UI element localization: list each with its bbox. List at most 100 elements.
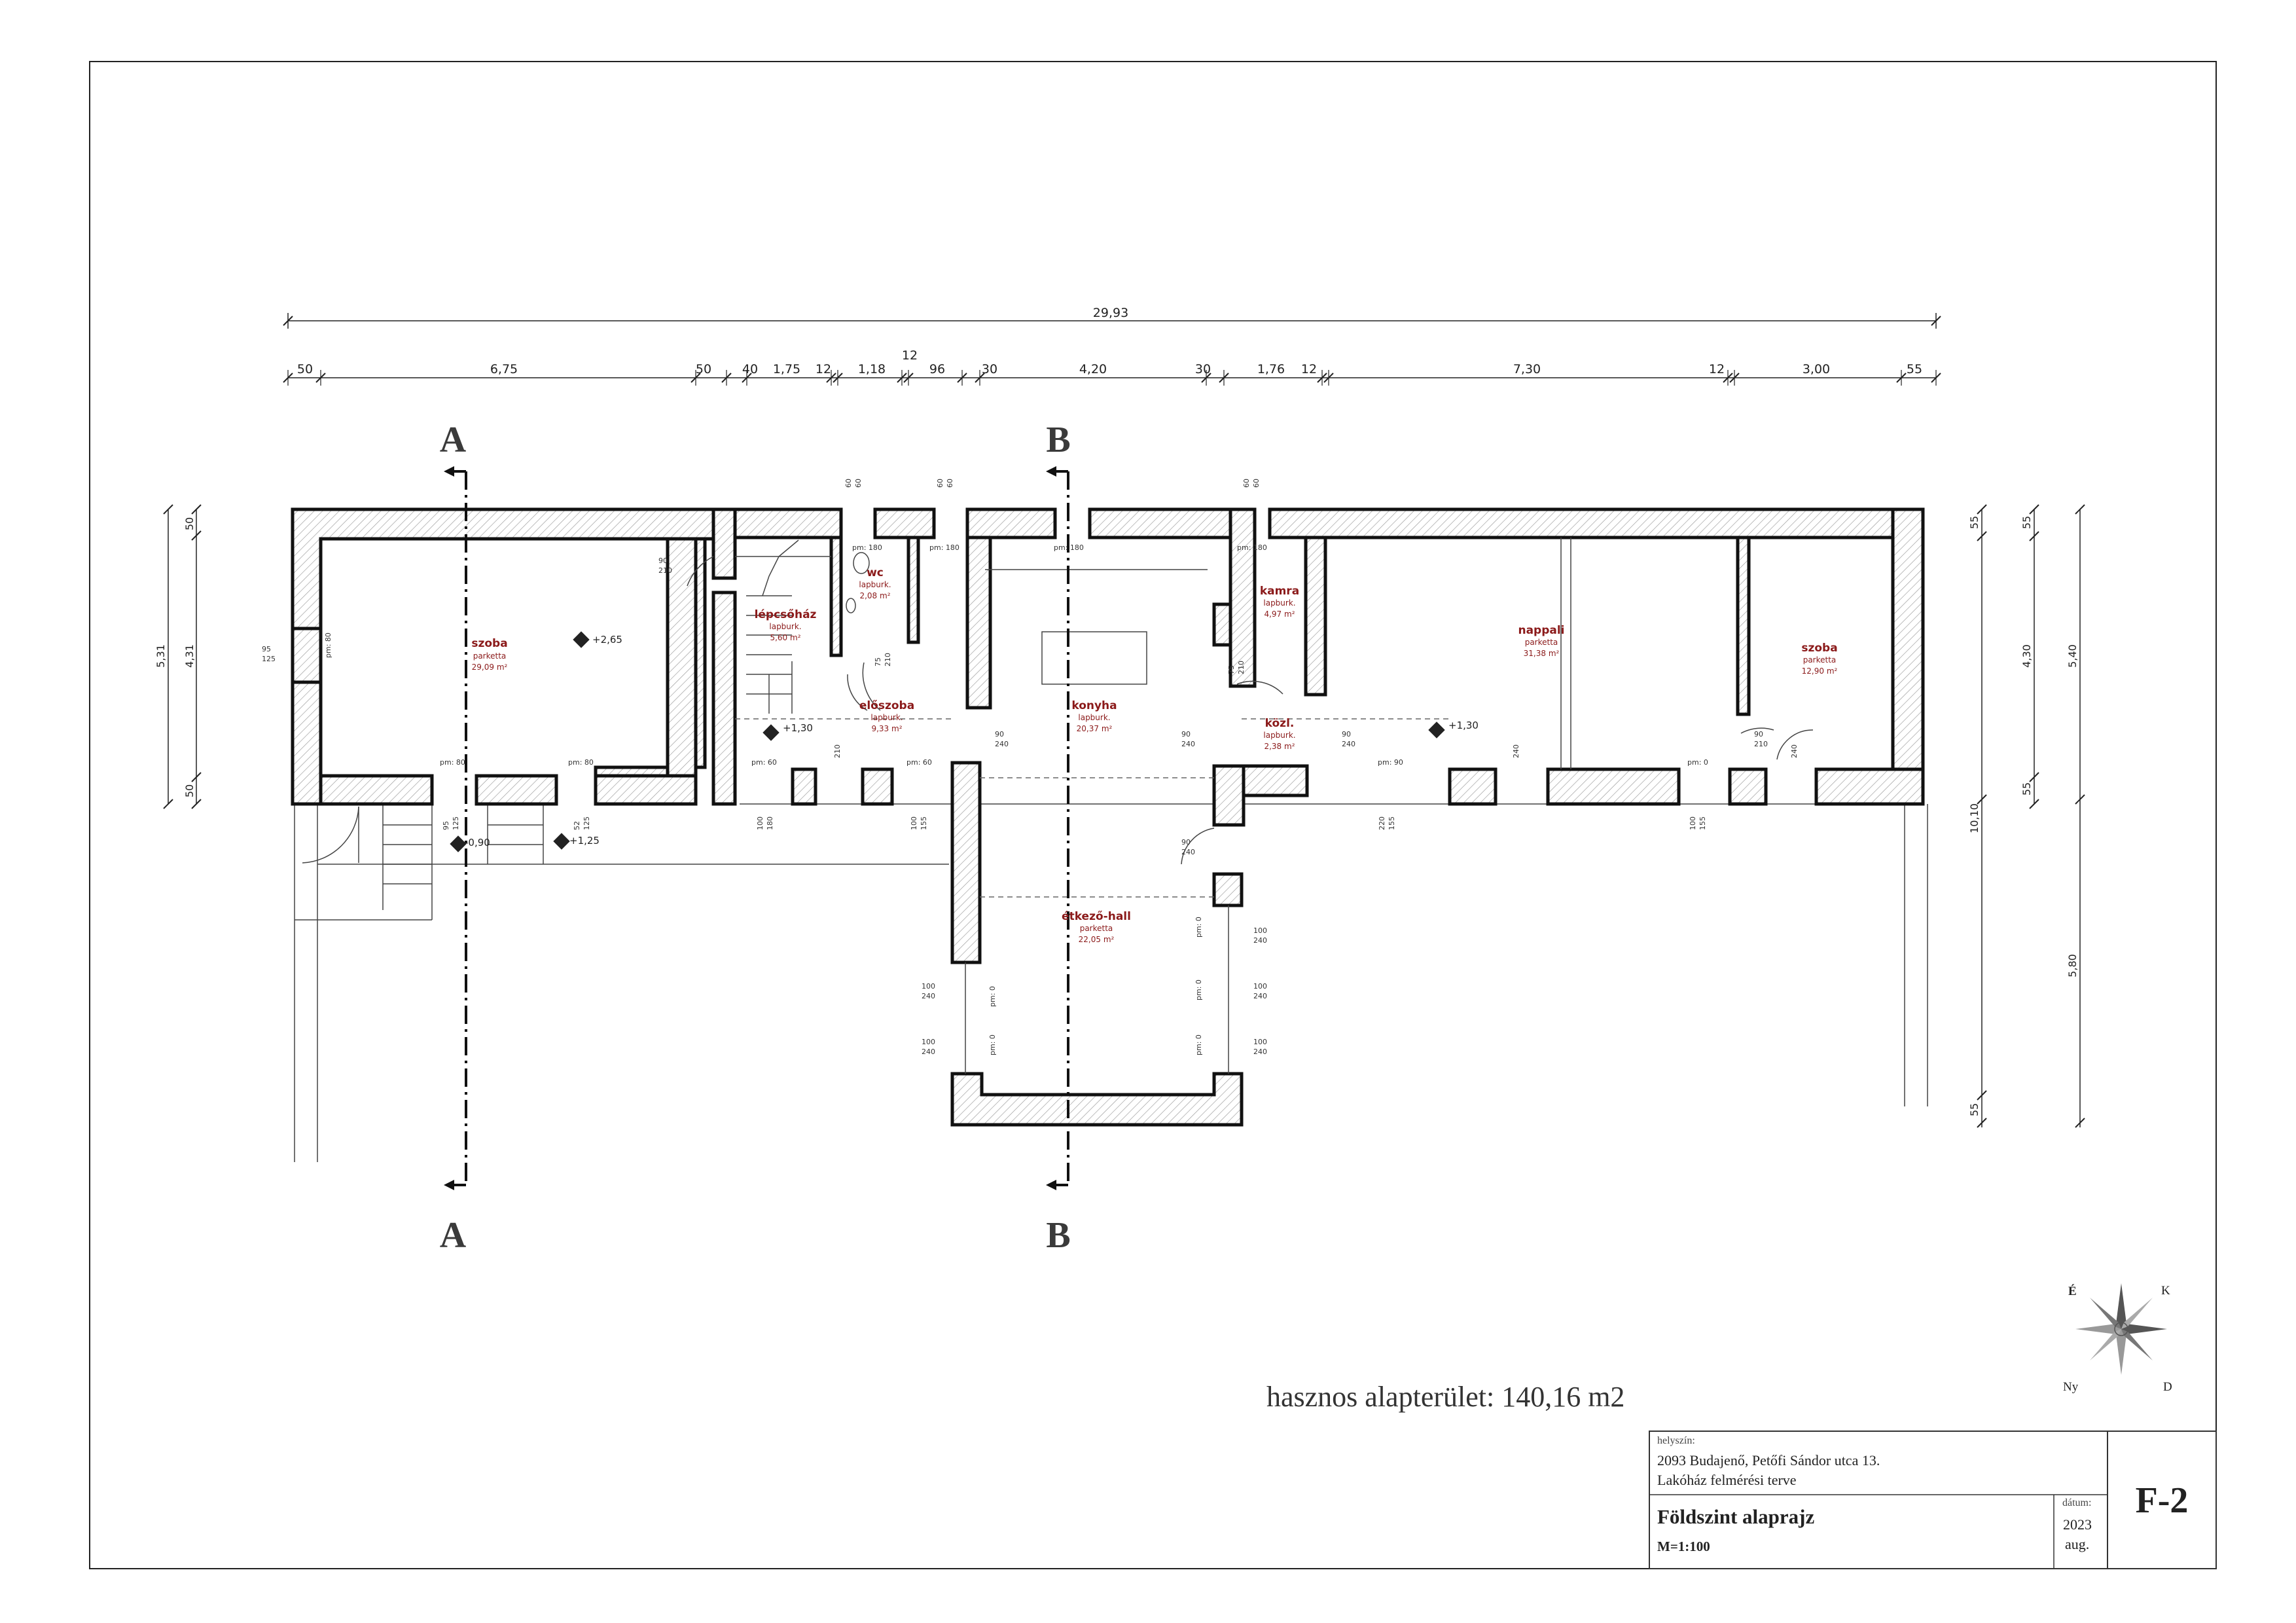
svg-text:parketta: parketta — [1525, 638, 1558, 647]
svg-text:lépcsőház: lépcsőház — [755, 608, 817, 621]
svg-text:240: 240 — [922, 992, 935, 1000]
svg-text:pm: 60: pm: 60 — [906, 758, 932, 767]
title-block-code: F-2 — [2136, 1480, 2189, 1521]
svg-text:pm: 80: pm: 80 — [324, 632, 332, 658]
svg-text:240: 240 — [1253, 1048, 1267, 1056]
svg-text:lapburk.: lapburk. — [859, 580, 891, 589]
svg-text:parketta: parketta — [1803, 655, 1837, 665]
svg-text:lapburk.: lapburk. — [1263, 731, 1295, 740]
dim-top-chain-label: 40 — [742, 362, 758, 376]
title-block-date-label: dátum: — [2062, 1497, 2091, 1508]
room-label-szoba-2: szoba parketta 12,90 m² — [1801, 642, 1837, 676]
dim-top-chain-label: 96 — [929, 362, 945, 376]
svg-text:konyha: konyha — [1071, 699, 1117, 712]
svg-text:pm: 0: pm: 0 — [1194, 917, 1203, 938]
compass-west: Ny — [2063, 1380, 2079, 1394]
compass-north: É — [2068, 1284, 2077, 1298]
svg-text:szoba: szoba — [471, 637, 507, 650]
dim-top-chain-label: 30 — [1195, 362, 1211, 376]
dim-right-lower: 5,80 — [2066, 954, 2079, 977]
dim-top-chain-label: 1,18 — [858, 362, 886, 376]
svg-text:pm: 0: pm: 0 — [1687, 758, 1708, 767]
svg-text:210: 210 — [833, 744, 842, 758]
section-cut-b — [1046, 466, 1069, 1190]
svg-text:20,37 m²: 20,37 m² — [1077, 724, 1113, 733]
svg-text:100: 100 — [1253, 982, 1267, 991]
dimension-lines — [163, 313, 2085, 1128]
compass-south: D — [2163, 1380, 2172, 1394]
dim-top-chain-label: 1,76 — [1257, 362, 1285, 376]
svg-text:60: 60 — [946, 479, 954, 488]
svg-text:210: 210 — [884, 653, 892, 666]
svg-text:90: 90 — [1754, 730, 1763, 739]
svg-text:+2,65: +2,65 — [592, 634, 622, 646]
room-label-konyha: konyha lapburk. 20,37 m² — [1071, 699, 1117, 733]
svg-text:parketta: parketta — [1080, 924, 1113, 933]
svg-text:90: 90 — [995, 730, 1004, 739]
title-block-project: Lakóház felmérési terve — [1657, 1472, 1797, 1488]
svg-text:100: 100 — [922, 982, 935, 991]
svg-text:közl.: közl. — [1265, 717, 1295, 730]
svg-text:pm: 0: pm: 0 — [988, 986, 997, 1007]
svg-text:pm: 180: pm: 180 — [1054, 543, 1084, 552]
room-label-etkezo-hall: étkező-hall parketta 22,05 m² — [1062, 910, 1131, 944]
room-label-wc: wc lapburk. 2,08 m² — [859, 566, 891, 600]
section-label-b-top: B — [1046, 420, 1070, 460]
svg-text:240: 240 — [1512, 744, 1520, 758]
dim-left-bottom: 50 — [183, 784, 196, 797]
svg-text:240: 240 — [1181, 848, 1195, 856]
svg-text:100: 100 — [756, 816, 764, 830]
section-label-b-bottom: B — [1046, 1215, 1070, 1256]
svg-text:lapburk.: lapburk. — [870, 713, 903, 722]
svg-text:parketta: parketta — [473, 651, 507, 661]
dim-top-chain-label: 12 — [1301, 362, 1317, 376]
svg-text:75: 75 — [874, 657, 882, 666]
svg-text:pm: 180: pm: 180 — [1237, 543, 1267, 552]
svg-text:pm: 180: pm: 180 — [929, 543, 960, 552]
svg-text:előszoba: előszoba — [859, 699, 914, 712]
svg-text:240: 240 — [1253, 936, 1267, 945]
svg-text:90: 90 — [1181, 730, 1191, 739]
title-block-location-label: helyszín: — [1657, 1435, 1695, 1446]
svg-text:100: 100 — [922, 1038, 935, 1046]
svg-text:240: 240 — [922, 1048, 935, 1056]
dim-right-upper-total: 5,40 — [2066, 644, 2079, 668]
level-marker-5: +1,25 — [553, 833, 600, 850]
svg-text:+1,30: +1,30 — [783, 722, 813, 734]
svg-text:nappali: nappali — [1518, 624, 1564, 637]
svg-text:pm: 90: pm: 90 — [1378, 758, 1403, 767]
svg-text:lapburk.: lapburk. — [1263, 598, 1295, 608]
svg-text:240: 240 — [1253, 992, 1267, 1000]
dim-left-mid: 4,31 — [183, 644, 196, 668]
dim-top-chain-label: 3,00 — [1803, 362, 1830, 376]
section-cut-a — [444, 466, 467, 1190]
svg-text:pm: 80: pm: 80 — [568, 758, 594, 767]
dim-top-chain-label: 30 — [982, 362, 997, 376]
svg-text:240: 240 — [1342, 740, 1355, 748]
svg-text:9,33 m²: 9,33 m² — [871, 724, 902, 733]
title-block-title: Földszint alaprajz — [1657, 1505, 1814, 1528]
svg-text:29,09 m²: 29,09 m² — [472, 663, 508, 672]
section-label-a-bottom: A — [440, 1215, 467, 1256]
svg-text:31,38 m²: 31,38 m² — [1524, 649, 1560, 658]
svg-text:95: 95 — [442, 821, 450, 830]
svg-text:90: 90 — [658, 556, 668, 565]
svg-text:4,97 m²: 4,97 m² — [1264, 610, 1295, 619]
svg-text:210: 210 — [658, 566, 672, 575]
svg-text:wc: wc — [867, 566, 884, 579]
level-marker-4: -0,90 — [450, 835, 490, 852]
svg-text:22,05 m²: 22,05 m² — [1079, 935, 1115, 944]
room-label-lepcsohaz: lépcsőház lapburk. 5,60 m² — [755, 608, 817, 642]
interior-lines — [687, 538, 1814, 1074]
svg-text:2,08 m²: 2,08 m² — [859, 591, 890, 600]
terrace-outline — [294, 803, 1928, 1162]
dim-top-chain-label: 50 — [297, 362, 313, 376]
svg-text:12,90 m²: 12,90 m² — [1802, 666, 1838, 676]
dim-right-inner-bottom: 55 — [2020, 782, 2033, 795]
dim-left-top: 50 — [183, 517, 196, 530]
svg-text:pm: 0: pm: 0 — [988, 1034, 997, 1055]
svg-text:pm: 60: pm: 60 — [751, 758, 777, 767]
svg-text:lapburk.: lapburk. — [769, 622, 801, 631]
svg-text:60: 60 — [1242, 479, 1251, 488]
svg-text:pm: 0: pm: 0 — [1194, 979, 1203, 1000]
